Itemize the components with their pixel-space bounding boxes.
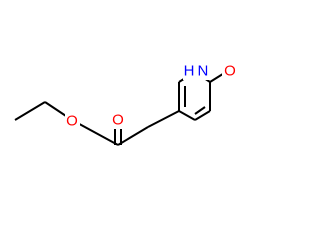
bond-ch2-ring xyxy=(147,110,180,128)
bond-ch3-ch2 xyxy=(14,101,46,121)
bond-ring-c4-c3 xyxy=(178,110,196,121)
bonds xyxy=(14,71,227,146)
ester-oxygen-label: O xyxy=(66,113,78,130)
oxo-oxygen-label: O xyxy=(224,63,236,80)
bond-ring-c5-c4 xyxy=(194,110,211,121)
bond-carbonyl-ch2 xyxy=(117,126,149,146)
ester-oxygen: O xyxy=(65,112,80,130)
oxo-oxygen: O xyxy=(222,62,237,80)
chemical-structure: O O H N O xyxy=(14,62,237,146)
bond-ring-inner-c5-c4 xyxy=(194,106,206,115)
ring-nitrogen-label: H N xyxy=(184,63,209,80)
carbonyl-oxygen: O xyxy=(111,112,126,129)
atom-labels: O O H N O xyxy=(65,62,237,130)
carbonyl-oxygen-label: O xyxy=(112,112,124,129)
ring-nitrogen: H N xyxy=(183,62,209,80)
